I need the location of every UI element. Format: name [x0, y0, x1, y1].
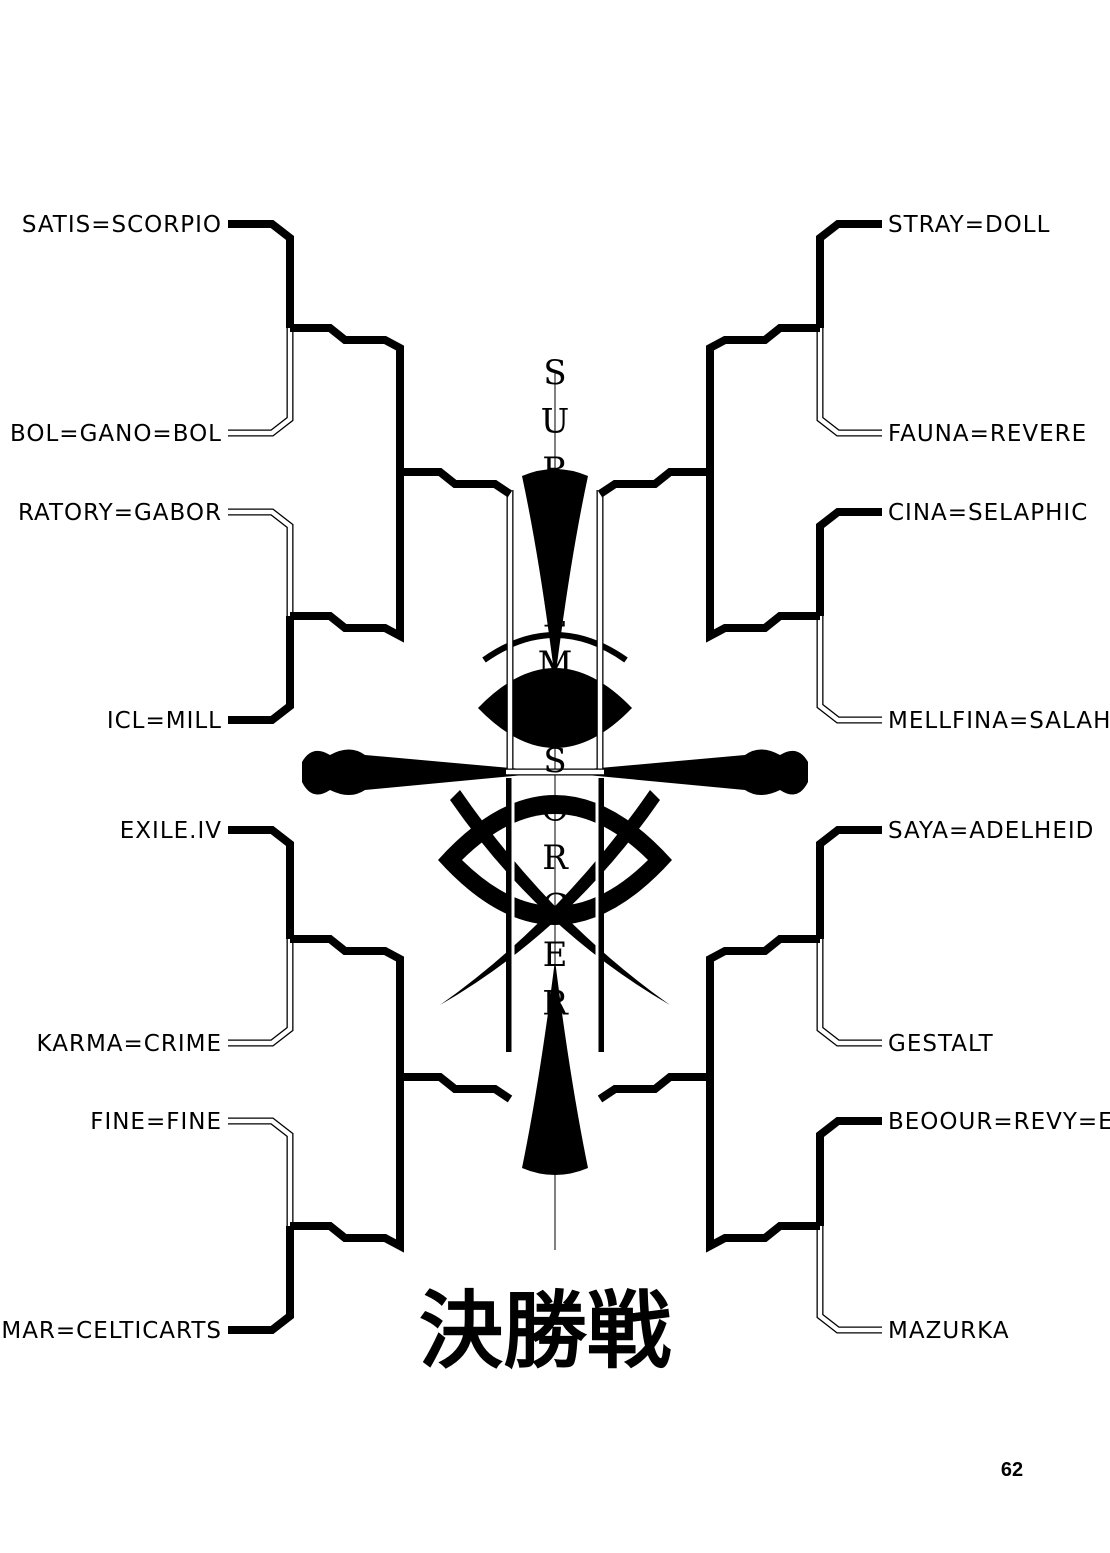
entrant-name: FINE=FINE	[90, 1109, 222, 1135]
bracket-round2-left-4	[290, 1077, 404, 1253]
bracket-round3-right-2	[597, 1073, 710, 1103]
bracket-round2-right-1	[706, 324, 820, 472]
bracket-line-right-5	[816, 826, 882, 939]
final-title: 決勝戦	[419, 1282, 671, 1380]
vertical-title-letter: S	[543, 1081, 566, 1121]
entrant-name: FAUNA=REVERE	[888, 421, 1087, 447]
vertical-title-letter: P	[544, 499, 567, 539]
bracket-round2-left-3	[290, 935, 404, 1077]
right-entrant-labels: STRAY=DOLL FAUNA=REVERE CINA=SELAPHIC MELLF…	[888, 212, 1110, 1344]
emblem-right-spike	[555, 749, 808, 795]
vertical-title-letter: C	[542, 887, 568, 927]
bracket-line-right-4	[816, 616, 882, 724]
vertical-title-letter: E	[543, 596, 568, 636]
entrant-name: ICL=MILL	[107, 708, 222, 734]
vertical-title-letter: S	[543, 1129, 566, 1169]
vertical-title-letter: R	[542, 984, 569, 1024]
entrant-name: GESTALT	[888, 1031, 994, 1057]
entrant-name: MELLFINA=SALAHKISK	[888, 708, 1110, 734]
bracket-round2-right-3	[706, 935, 820, 1077]
bracket-line-left-6	[228, 939, 294, 1047]
entrant-name: KARMA=CRIME	[37, 1031, 222, 1057]
bracket-right	[597, 220, 882, 1334]
entrant-name: CINA=SELAPHIC	[888, 500, 1088, 526]
entrant-name: BOL=GANO=BOL	[10, 421, 222, 447]
entrant-name: SAYA=ADELHEID	[888, 818, 1094, 844]
entrant-name: BEOOUR=REVY=ERYTH	[888, 1109, 1110, 1135]
vertical-title-letter: R	[542, 547, 569, 587]
bracket-round3-left-1	[400, 468, 513, 498]
bracket-line-right-2	[816, 328, 882, 437]
vertical-title-letter: E	[543, 935, 568, 975]
bracket-left	[228, 220, 513, 1334]
bracket-line-right-8	[816, 1226, 882, 1334]
emblem-blade-left	[440, 790, 660, 1005]
vertical-title-letter: U	[541, 402, 570, 442]
bracket-round2-right-4	[706, 1077, 820, 1253]
entrant-name: MAZURKA	[888, 1318, 1010, 1344]
bracket-round2-left-1	[290, 324, 404, 472]
emblem-left-spike	[302, 749, 555, 795]
vertical-title-letter: O	[541, 790, 569, 830]
entrant-name: RATORY=GABOR	[18, 500, 222, 526]
bracket-line-right-1	[816, 220, 882, 328]
vertical-title-letter: R	[542, 450, 569, 490]
vertical-title-letter: S	[543, 353, 566, 393]
bracket-line-left-3	[228, 508, 294, 616]
entrant-name: STRAY=DOLL	[888, 212, 1050, 238]
bracket-line-left-4	[228, 616, 294, 724]
vertical-title-letter: M	[538, 644, 573, 684]
bracket-round2-left-2	[290, 472, 404, 643]
page-number: 62	[1001, 1459, 1023, 1481]
emblem	[302, 370, 808, 1250]
bracket-round3-left-2	[400, 1073, 513, 1103]
entrant-name: EXILE.IV	[120, 818, 222, 844]
vertical-title-letter: E	[543, 693, 568, 733]
bracket-round2-right-2	[706, 472, 820, 643]
bracket-line-right-3	[816, 508, 882, 616]
emblem-blade-right	[450, 790, 670, 1005]
vertical-title-letter: R	[542, 838, 569, 878]
bracket-line-left-1	[228, 220, 294, 328]
bracket-line-right-6	[816, 939, 882, 1047]
left-entrant-labels: SATIS=SCORPIO BOL=GANO=BOL RATORY=GABOR ICL…	[0, 212, 222, 1344]
bracket-line-left-7	[228, 1117, 294, 1226]
bracket-line-left-5	[228, 826, 294, 939]
bracket-line-right-7	[816, 1117, 882, 1226]
vertical-title-letter: S	[543, 741, 566, 781]
bracket-line-left-2	[228, 328, 294, 437]
bracket-round3-right-1	[597, 468, 710, 498]
vertical-title-letter: E	[543, 1032, 568, 1072]
entrant-name: SATIS=SCORPIO	[22, 212, 222, 238]
final-columns	[506, 490, 604, 1052]
entrant-name: AMAR=CELTICARTS	[0, 1318, 222, 1344]
bracket-line-left-8	[228, 1226, 294, 1334]
